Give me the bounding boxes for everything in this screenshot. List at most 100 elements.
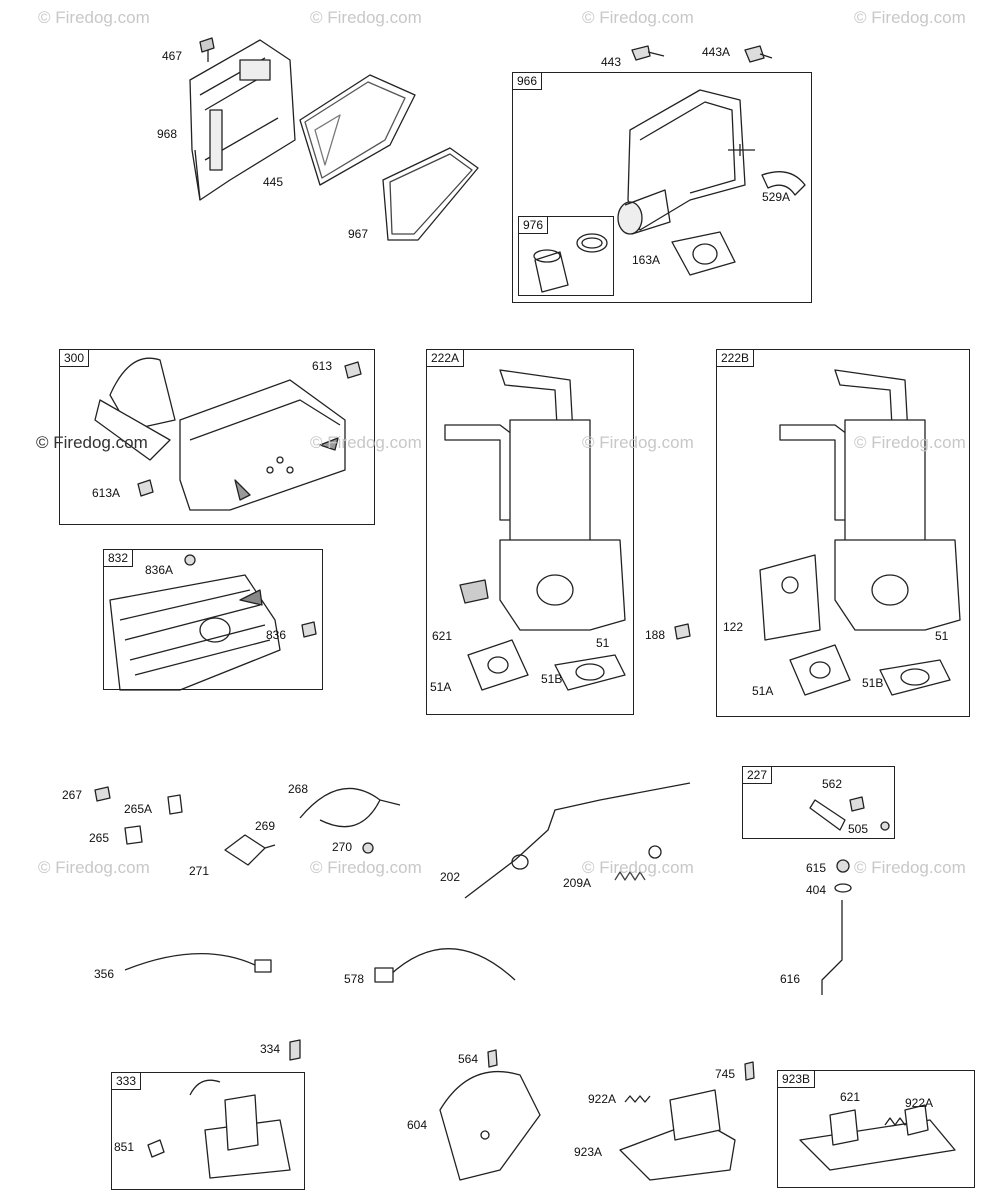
part-label-267: 267: [62, 788, 83, 802]
control-plate-923A-part: [619, 1089, 736, 1181]
part-label-209A: 209A: [563, 876, 592, 890]
muffler-guard-part: [109, 574, 281, 691]
part-label-51A-b: 51A: [752, 684, 774, 698]
control-bracket-222A-part: [444, 369, 626, 631]
watermark: © Firedog.com: [38, 8, 150, 27]
gasket-51A-part: [467, 639, 529, 691]
screw-188-part: [674, 623, 691, 640]
watermark: © Firedog.com: [310, 8, 422, 27]
part-label-51B-b: 51B: [862, 676, 884, 690]
part-label-443: 443: [601, 55, 622, 69]
nut-615-part: [836, 859, 850, 873]
part-label-604: 604: [407, 1118, 428, 1132]
part-label-269: 269: [255, 819, 276, 833]
lever-271-part: [224, 834, 276, 866]
part-label-51A: 51A: [430, 680, 452, 694]
rod-616-part: [821, 900, 843, 995]
nut-505-part: [880, 821, 890, 831]
part-label-967: 967: [348, 227, 369, 241]
clip-265A-part: [167, 794, 183, 815]
part-label-51: 51: [596, 636, 610, 650]
filter-element-976-part: [533, 233, 608, 293]
part-label-745: 745: [715, 1067, 736, 1081]
part-label-122: 122: [723, 620, 744, 634]
part-label-443A: 443A: [702, 45, 731, 59]
group-label-923B: 923B: [777, 1070, 816, 1088]
watermark: © Firedog.com: [582, 858, 694, 877]
part-label-529A: 529A: [762, 190, 791, 204]
group-label-227: 227: [742, 766, 773, 784]
part-label-51B: 51B: [541, 672, 563, 686]
part-label-505: 505: [848, 822, 869, 836]
part-label-922A: 922A: [588, 1092, 617, 1106]
group-box-300: [59, 349, 375, 525]
spring-209A-part: [614, 845, 662, 881]
nut-270-part: [362, 842, 374, 854]
screw-836A-part: [184, 554, 196, 566]
air-cleaner-base-part: [189, 39, 296, 201]
part-label-922A-b: 922A: [905, 1096, 934, 1110]
group-label-966: 966: [512, 72, 543, 90]
group-label-300: 300: [59, 349, 90, 367]
ignition-armature-333-part: [189, 1079, 291, 1179]
group-label-333: 333: [111, 1072, 142, 1090]
cable-268-part: [299, 787, 401, 828]
control-bracket-222B-part: [759, 369, 961, 641]
screw-267-part: [94, 786, 111, 802]
watermark: © Firedog.com: [582, 8, 694, 27]
gasket-51B-b-part: [879, 659, 951, 696]
wire-578-part: [374, 948, 516, 983]
part-label-404: 404: [806, 883, 827, 897]
watermark: © Firedog.com: [38, 858, 150, 877]
group-box-222B: [716, 349, 970, 717]
part-label-467: 467: [162, 49, 183, 63]
watermark: © Firedog.com: [582, 433, 694, 452]
group-label-976: 976: [518, 216, 549, 234]
screw-613A-part: [137, 479, 154, 497]
part-label-163A: 163A: [632, 253, 661, 267]
part-label-265A: 265A: [124, 802, 153, 816]
watermark: © Firedog.com: [310, 858, 422, 877]
part-label-268: 268: [288, 782, 309, 796]
screw-613-part: [344, 361, 362, 379]
group-box-333: [111, 1072, 305, 1190]
muffler-part: [94, 357, 346, 511]
shroud-604-part: [439, 1071, 541, 1181]
spring-922A-part: [624, 1095, 651, 1103]
lever-227-part: [809, 799, 846, 831]
part-label-562: 562: [822, 777, 843, 791]
control-assembly-923B-part: [799, 1104, 956, 1171]
part-label-621-b: 621: [840, 1090, 861, 1104]
group-box-923B: [777, 1070, 975, 1188]
part-label-265: 265: [89, 831, 110, 845]
clamp-265-part: [124, 825, 143, 845]
pre-cleaner-part: [382, 147, 479, 241]
watermark: © Firedog.com: [36, 433, 148, 452]
part-label-613: 613: [312, 359, 333, 373]
part-label-616: 616: [780, 972, 801, 986]
group-box-227: [742, 766, 895, 839]
group-label-222B: 222B: [716, 349, 755, 367]
part-label-923A: 923A: [574, 1145, 603, 1159]
part-label-968: 968: [157, 127, 178, 141]
watermark: © Firedog.com: [310, 433, 422, 452]
air-filter-part: [299, 74, 416, 186]
screw-443-part: [631, 45, 665, 61]
group-box-976: [518, 216, 614, 296]
part-label-613A: 613A: [92, 486, 121, 500]
watermark: © Firedog.com: [854, 433, 966, 452]
group-box-832: [103, 549, 323, 690]
part-label-836: 836: [266, 628, 287, 642]
wire-356-part: [124, 953, 272, 973]
screw-745-part: [744, 1061, 755, 1081]
screw-467-part: [199, 37, 215, 62]
part-label-564: 564: [458, 1052, 479, 1066]
part-label-271: 271: [189, 864, 210, 878]
group-box-222A: [426, 349, 634, 715]
part-label-578: 578: [344, 972, 365, 986]
clip-851-part: [147, 1139, 165, 1158]
part-label-851: 851: [114, 1140, 135, 1154]
part-label-356: 356: [94, 967, 115, 981]
group-box-966: [512, 72, 812, 303]
